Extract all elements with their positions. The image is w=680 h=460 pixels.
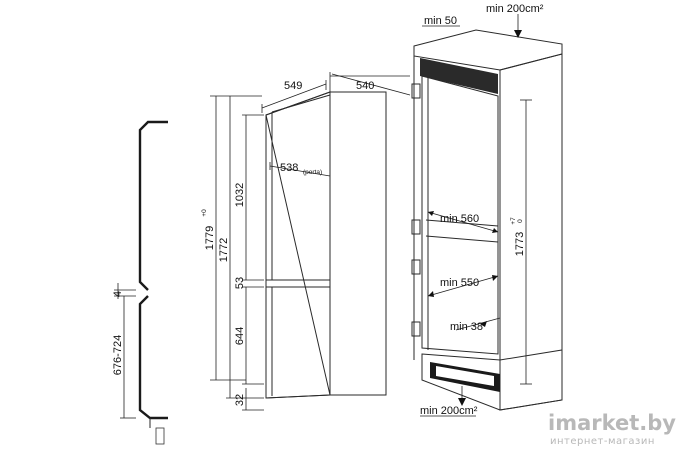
top-min-50-label: min 50: [424, 15, 457, 27]
height-32-label: 32: [234, 394, 246, 406]
bottom-vent-arrow: [420, 386, 476, 417]
top-vent-arrow: [514, 14, 522, 38]
height-1032-label: 1032: [234, 183, 246, 207]
niche-dimension-lines: [114, 283, 136, 419]
housing: [411, 29, 563, 411]
door-538-note: (porta): [303, 169, 322, 176]
cabinet-profile: [138, 120, 168, 445]
width-549-label: 549: [284, 80, 302, 92]
niche-gap-label: 4: [112, 291, 124, 297]
height-dimension-lines: [210, 95, 264, 411]
depth-540-label: 540: [356, 80, 374, 92]
min-550-label: min 550: [440, 277, 479, 289]
door-538-label: 538: [280, 162, 298, 174]
height-1779-label: 1779: [204, 226, 216, 250]
niche-1773-tolerance-upper: +7: [510, 217, 517, 225]
height-1772-label: 1772: [218, 238, 230, 262]
fridge-body: [265, 91, 387, 399]
niche-height-dimension-lines: [520, 99, 532, 385]
top-min-200-label: min 200cm²: [486, 3, 544, 15]
door-dimension-lines: [269, 162, 331, 177]
niche-height-label: 676-724: [112, 335, 124, 375]
min-38-label: min 38: [450, 321, 483, 333]
niche-1773-label: 1773: [514, 232, 526, 256]
height-644-label: 644: [234, 327, 246, 345]
inner-dimension-lines: [427, 211, 501, 331]
niche-1773-tolerance-lower: 0: [517, 219, 524, 223]
height-53-label: 53: [234, 277, 246, 289]
top-dimension-lines: [261, 72, 411, 113]
watermark-brand: imarket.by: [548, 411, 676, 435]
bottom-min-200-label: min 200cm²: [420, 405, 478, 417]
watermark-tagline: интернет-магазин: [550, 436, 655, 447]
height-1779-tolerance: +0: [201, 209, 208, 217]
min-560-label: min 560: [440, 213, 479, 225]
